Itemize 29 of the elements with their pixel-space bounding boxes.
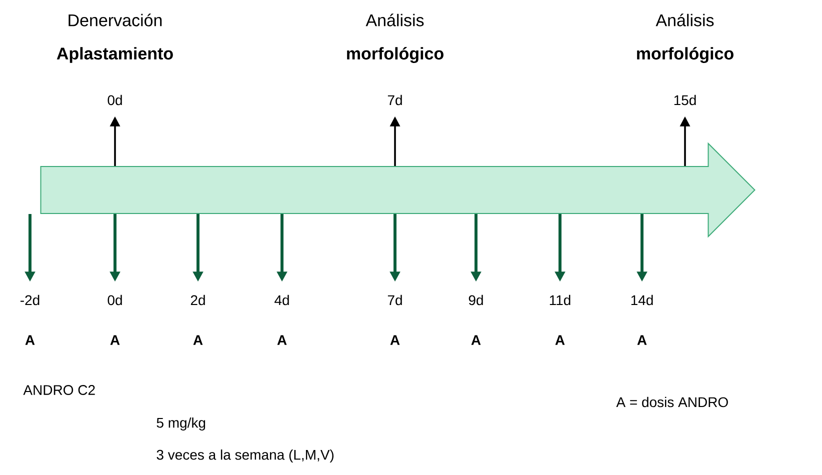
heading-text: morfológico [637,46,734,64]
day-label: 7d [388,294,402,306]
day-label: 0d [108,94,122,106]
day-label: 2d [190,294,205,306]
day-label: 7d [388,94,402,106]
dose-mark: A [390,335,400,345]
dose-mark: A [471,335,481,345]
note-text: 3 veces a la semana (L,M,V) [156,449,334,463]
day-label: 4d [274,294,289,306]
day-label: 9d [468,294,483,306]
legend-text: A = dosis ANDRO [616,396,728,408]
heading-text: Aplastamiento [56,47,173,63]
day-label: 15d [674,94,696,106]
day-label: 0d [108,294,122,306]
dose-mark: A [637,335,647,345]
dose-mark: A [25,335,35,345]
day-label: -2d [20,294,40,306]
note-text: ANDRO C2 [23,385,95,395]
dose-mark: A [277,335,287,345]
dose-mark: A [555,335,565,345]
dose-mark: A [193,335,203,345]
heading-text: Análisis [656,14,714,26]
heading-text: Denervación [68,14,162,26]
heading-text: morfológico [347,46,444,64]
day-label: 14d [631,294,653,306]
dose-mark: A [110,335,120,345]
heading-text: Análisis [366,14,424,26]
day-label: 11d [550,294,570,306]
note-text: 5 mg/kg [156,417,206,431]
